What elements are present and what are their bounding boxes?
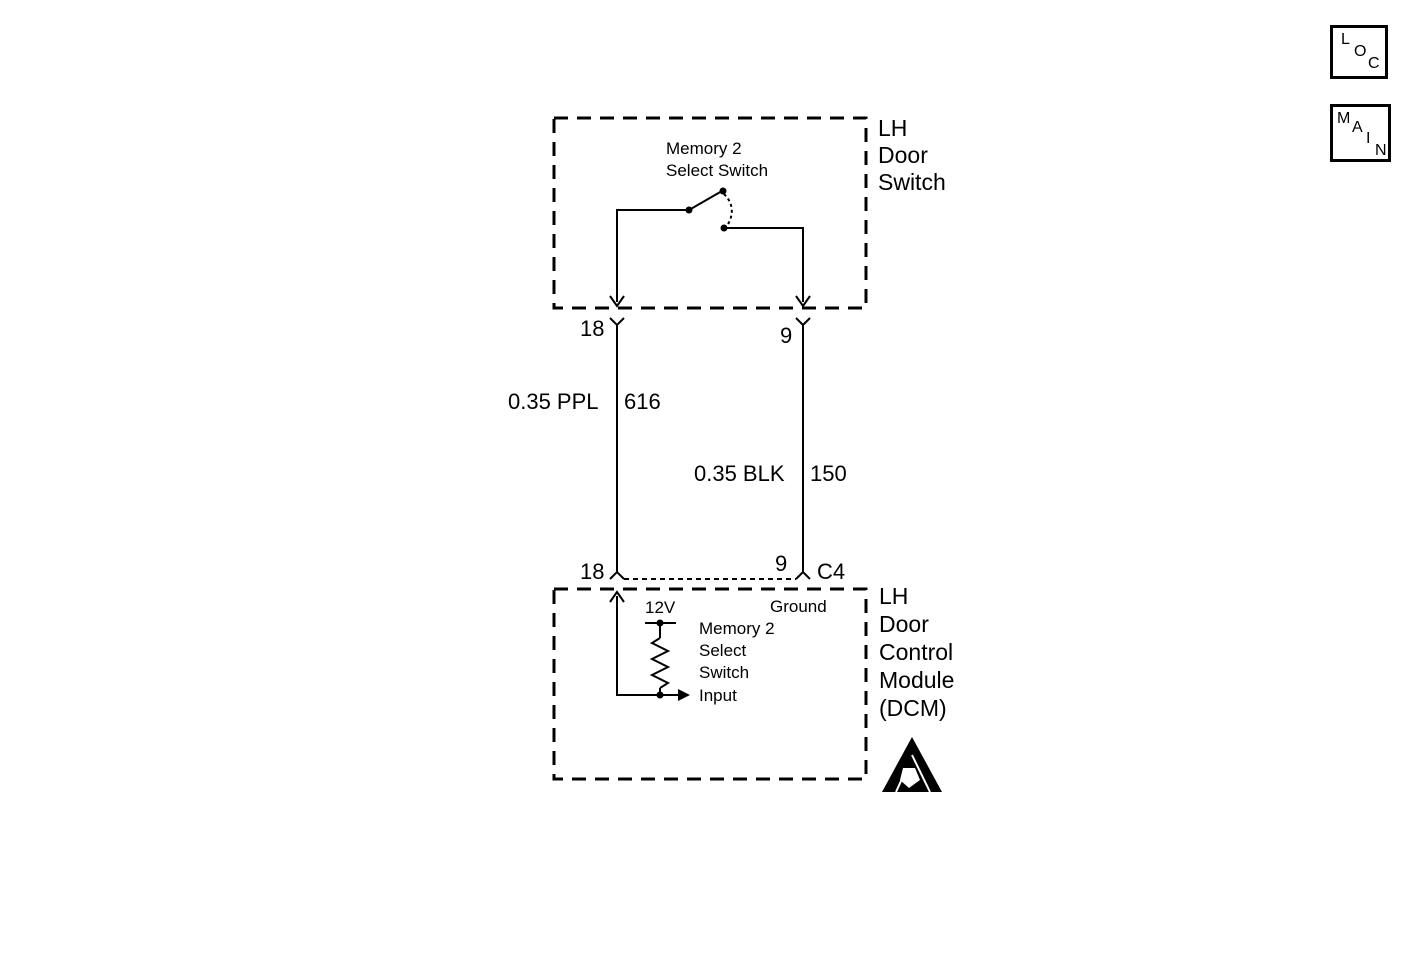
arrowhead [795, 295, 811, 308]
voltage-label: 12V [645, 598, 676, 617]
switch-contact [685, 206, 693, 214]
wire-616-size-color: 0.35 PPL [508, 389, 599, 414]
connector-pin-9-bottom [795, 570, 811, 580]
dcm-box [552, 587, 868, 781]
connector-pin-9-top [795, 317, 811, 327]
dcm-title-1: LH [879, 583, 908, 609]
loc-letter-l: L [1341, 31, 1350, 48]
main-letter-n: N [1375, 142, 1387, 159]
wire-150-size-color: 0.35 BLK [694, 461, 785, 486]
main-letter-i: I [1366, 130, 1371, 147]
dcm-title-2: Door [879, 611, 929, 637]
input-arrowhead [678, 689, 690, 701]
wire-616-circuit: 616 [624, 389, 661, 414]
switch-contact [719, 187, 727, 195]
main-letter-m: M [1337, 110, 1351, 127]
dcm-title-5: (DCM) [879, 695, 947, 721]
connector-pin-18-top [609, 317, 625, 327]
junction-dot [656, 691, 664, 699]
loc-button[interactable]: L O C [1330, 25, 1388, 79]
pin-9-top-label: 9 [780, 323, 792, 348]
esd-warning-icon [882, 737, 942, 793]
door-switch-box [552, 116, 868, 310]
dcm-title-4: Module [879, 667, 954, 693]
pin-18-bottom-label: 18 [580, 559, 604, 584]
input-label-3: Switch [699, 663, 749, 682]
switch-label-1: Memory 2 [666, 139, 742, 158]
pin-18-top-label: 18 [580, 316, 604, 341]
input-label-1: Memory 2 [699, 619, 775, 638]
memory-select-switch [616, 190, 804, 302]
door-switch-title-2: Door [878, 142, 928, 168]
connector-c4-label: C4 [817, 559, 845, 584]
door-switch-title-1: LH [878, 115, 907, 141]
connector-pin-18-bottom [609, 570, 625, 580]
wire-150-circuit: 150 [810, 461, 847, 486]
arrowhead [609, 295, 625, 308]
switch-contact [720, 224, 728, 232]
loc-letter-o: O [1354, 43, 1367, 60]
loc-letter-c: C [1368, 55, 1380, 72]
main-letter-a: A [1352, 119, 1363, 136]
main-button[interactable]: M A I N [1330, 104, 1391, 162]
input-label-2: Select [699, 641, 747, 660]
ground-label: Ground [770, 597, 827, 616]
door-switch-title-3: Switch [878, 169, 946, 195]
input-label-4: Input [699, 686, 737, 705]
junction-dot [656, 619, 664, 627]
dcm-title-3: Control [879, 639, 953, 665]
switch-label-2: Select Switch [666, 161, 768, 180]
pin-9-bottom-label: 9 [775, 551, 787, 576]
